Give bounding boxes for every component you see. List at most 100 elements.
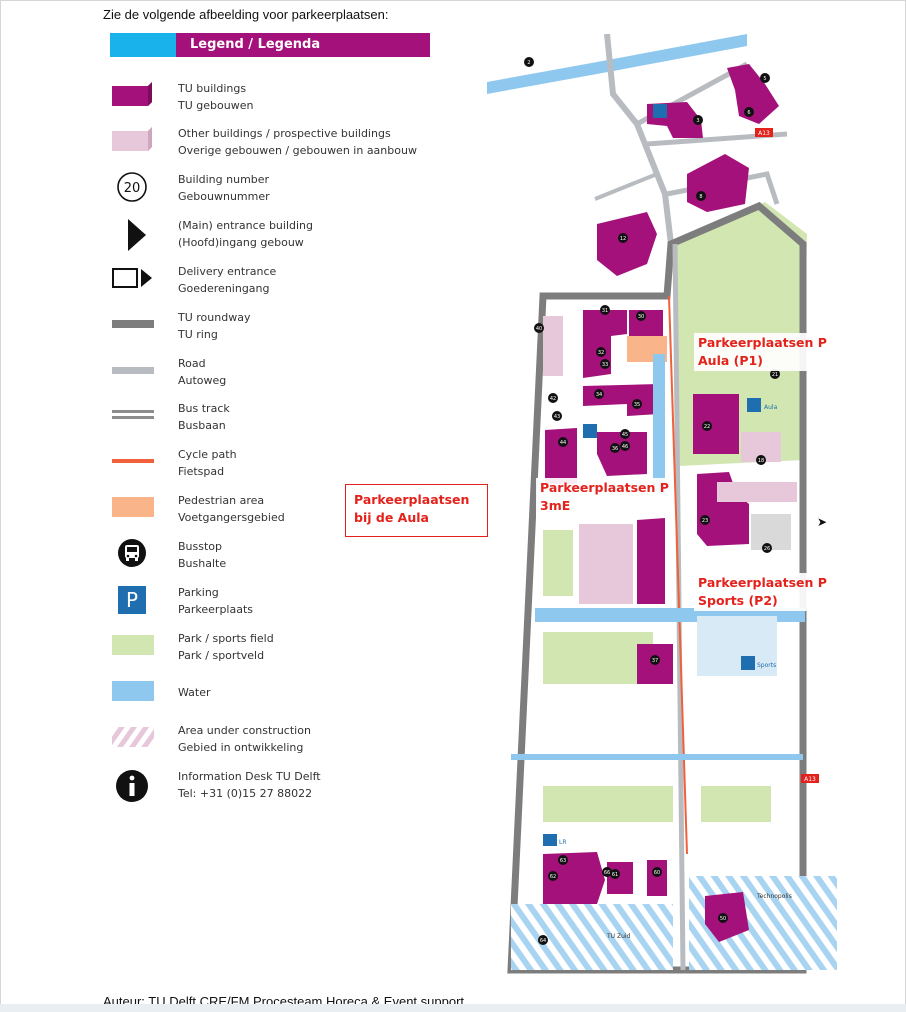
- legend-nl: Tel: +31 (0)15 27 88022: [178, 787, 313, 800]
- building-number-label: 12: [620, 236, 626, 242]
- legend-nl: TU gebouwen: [178, 99, 254, 112]
- legend-en: Cycle path: [178, 448, 237, 461]
- building-number-marker: [600, 359, 610, 369]
- legend-header: Legend / Legenda: [110, 33, 430, 57]
- building-number-label: 35: [634, 402, 640, 408]
- building-number-label: 31: [602, 308, 608, 314]
- highway-a13-south-label: A13: [804, 776, 816, 783]
- building-number-label: 18: [758, 458, 764, 464]
- construction-south: [511, 904, 673, 970]
- legend-en: Busstop: [178, 540, 223, 553]
- building-number-marker: [610, 869, 620, 879]
- building-number-label: 34: [596, 392, 602, 398]
- main-entrance-icon: [110, 217, 156, 257]
- canal-north: [487, 34, 747, 94]
- building-number-markers: 2356812313032333435364042434445462218232…: [524, 57, 780, 945]
- building-number-label: 45: [622, 432, 628, 438]
- building-number-label: 33: [602, 362, 608, 368]
- legend-nl: Fietspad: [178, 465, 225, 478]
- building-8: [687, 154, 749, 212]
- building-number-label: 21: [772, 372, 778, 378]
- annotation-box-line2: bij de Aula: [354, 510, 429, 525]
- legend-en: Other buildings / prospective buildings: [178, 127, 391, 140]
- building-number-label: 64: [540, 938, 546, 944]
- info-icon: [110, 768, 156, 808]
- building-number-marker: [602, 867, 612, 877]
- building-number-marker: [524, 57, 534, 67]
- tu-roundway-icon: [110, 309, 156, 349]
- building-number-label: 50: [720, 916, 726, 922]
- building-62: [543, 852, 605, 906]
- building-number-marker: [693, 115, 703, 125]
- highway-a13-north-label: A13: [758, 130, 770, 137]
- building-number-label: 5: [763, 76, 766, 82]
- parking-sports-label: Sports: [757, 662, 776, 669]
- legend-nl: Bushalte: [178, 557, 227, 570]
- building-number-label: 43: [554, 414, 560, 420]
- legend-en: Area under construction: [178, 724, 311, 737]
- tu-zuid-label: TU Zuid: [606, 933, 631, 940]
- cycle-path: [668, 295, 688, 855]
- building-number-marker: [770, 369, 780, 379]
- parking-north: [653, 104, 667, 118]
- legend-en: Water: [178, 686, 211, 699]
- legend-item-main-entrance: (Main) entrance building(Hoofd)ingang ge…: [110, 217, 440, 257]
- legend-nl: Voetgangersgebied: [178, 511, 285, 524]
- building-number-icon: 20: [110, 171, 156, 211]
- legend-en: Road: [178, 357, 206, 370]
- building-number-label: 22: [704, 424, 710, 430]
- building-number-marker: [696, 191, 706, 201]
- building-number-label: 30: [638, 314, 644, 320]
- building-number-label: 44: [560, 440, 566, 446]
- building-36: [597, 432, 647, 476]
- bottom-strip: [0, 1004, 906, 1012]
- building-32: [583, 310, 627, 378]
- building-number-marker: [650, 655, 660, 665]
- legend-header-purple-bar: [176, 33, 430, 57]
- north-arrow-icon: ➤: [817, 515, 827, 529]
- legend-en: TU roundway: [178, 311, 251, 324]
- legend-en: Park / sports field: [178, 632, 274, 645]
- building-number-marker: [600, 305, 610, 315]
- other-building-icon: [110, 125, 156, 165]
- campus-map: Aula Sports LR Technopolis TU Zuid: [487, 33, 837, 986]
- legend-en: Pedestrian area: [178, 494, 265, 507]
- building-number-marker: [610, 443, 620, 453]
- legend-nl: Goedereningang: [178, 282, 270, 295]
- legend-title: Legend / Legenda: [190, 37, 321, 52]
- building-number-label: 3: [696, 118, 699, 124]
- technopolis-label: Technopolis: [756, 893, 792, 900]
- cycle-path-icon: [110, 446, 156, 486]
- building-number-marker: [548, 393, 558, 403]
- building-number-marker: [718, 913, 728, 923]
- annotation-parking-3me: Parkeerplaatsen P 3mE: [536, 478, 673, 516]
- building-5: [727, 64, 779, 124]
- building-number-label: 23: [702, 518, 708, 524]
- legend-nl: (Hoofd)ingang gebouw: [178, 236, 304, 249]
- building-number-marker: [548, 871, 558, 881]
- building-number-label: 8: [699, 194, 702, 200]
- parking-icon: P: [110, 584, 156, 624]
- annotation-aula-line2: Aula (P1): [698, 353, 763, 368]
- building-number-marker: [618, 233, 628, 243]
- legend-item-water: Water: [110, 676, 440, 716]
- annotation-sports-line2: Sports (P2): [698, 593, 778, 608]
- parking-aula: [747, 398, 761, 412]
- building-number-label: 36: [612, 446, 618, 452]
- building-number-label: 62: [550, 874, 556, 880]
- building-66: [607, 862, 633, 894]
- building-number-label: 63: [560, 858, 566, 864]
- construction-icon: [110, 722, 156, 762]
- building-number-marker: [762, 543, 772, 553]
- building-number-label: 6: [747, 110, 750, 116]
- water-icon: [110, 676, 156, 716]
- annotation-parking-sports: Parkeerplaatsen P Sports (P2): [694, 573, 831, 611]
- legend-en: Delivery entrance: [178, 265, 277, 278]
- building-number-marker: [756, 455, 766, 465]
- building-number-label: 42: [550, 396, 556, 402]
- building-number-marker: [702, 421, 712, 431]
- parking-letter: P: [126, 588, 138, 612]
